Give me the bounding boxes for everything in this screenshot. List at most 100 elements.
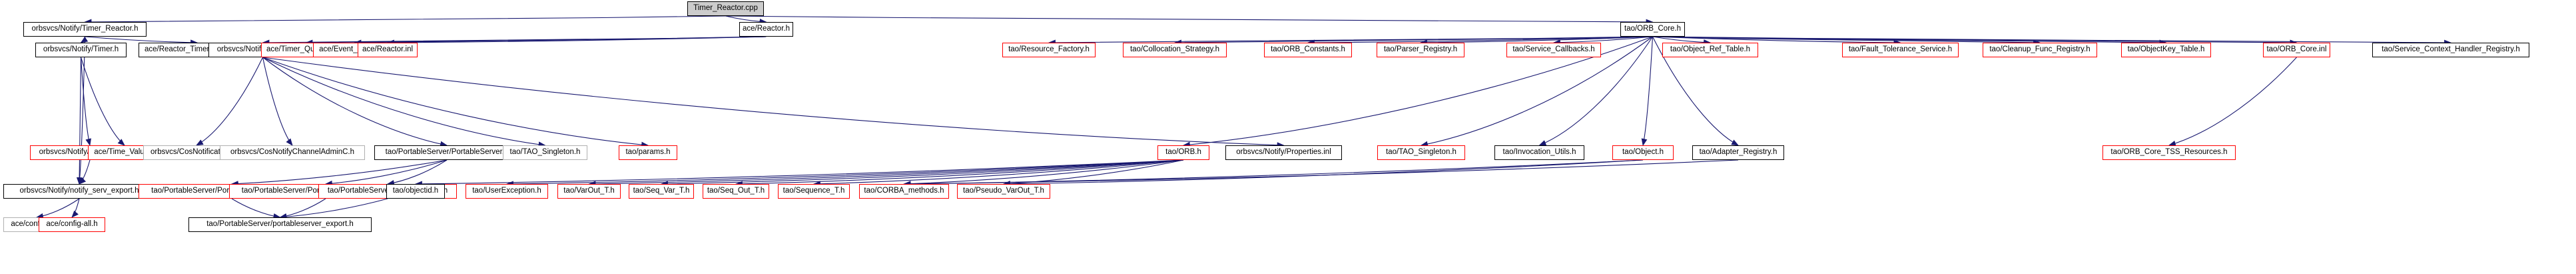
graph-node-n13[interactable]: tao/Service_Callbacks.h: [1506, 43, 1601, 57]
graph-node-label: orbsvcs/CosNotifyChannelAdminC.h: [230, 148, 354, 157]
graph-node-n26[interactable]: tao/TAO_Singleton.h: [503, 145, 587, 160]
graph-node-n47[interactable]: tao/PortableServer/portableserver_export…: [188, 217, 372, 232]
graph-node-n43[interactable]: tao/Seq_Out_T.h: [703, 184, 769, 199]
graph-node-label: tao/Object_Ref_Table.h: [1670, 45, 1751, 54]
graph-node-n14[interactable]: tao/Object_Ref_Table.h: [1662, 43, 1758, 57]
graph-node-label: tao/ORB_Core.h: [1624, 25, 1682, 33]
graph-node-n44[interactable]: tao/Sequence_T.h: [778, 184, 850, 199]
graph-node-label: tao/Sequence_T.h: [783, 187, 845, 195]
graph-node-label: tao/TAO_Singleton.h: [509, 148, 581, 157]
graph-node-label: ace/Timer_Queuefwd.h: [266, 45, 346, 54]
graph-edge: [354, 36, 767, 46]
graph-edge: [1002, 159, 1644, 187]
graph-edge: [414, 159, 1184, 187]
graph-node-n24[interactable]: orbsvcs/CosNotifyChannelAdminC.h: [220, 145, 365, 160]
graph-node-label: tao/Seq_Var_T.h: [633, 187, 690, 195]
graph-node-label: tao/ORB.h: [1165, 148, 1201, 157]
graph-edge: [1652, 36, 2041, 46]
graph-edge: [1173, 36, 1653, 46]
graph-edge: [1652, 36, 2452, 46]
graph-node-label: tao/TAO_Singleton.h: [1386, 148, 1456, 157]
graph-edge: [1652, 36, 1901, 46]
graph-node-label: tao/Service_Context_Handler_Registry.h: [2382, 45, 2520, 54]
graph-edge: [903, 159, 1184, 187]
graph-node-label: orbsvcs/Notify/Timer_Reactor.h: [31, 25, 139, 33]
graph-node-n49[interactable]: ace/config-all.h: [39, 217, 105, 232]
graph-edge: [262, 57, 293, 146]
graph-node-n11[interactable]: tao/ORB_Constants.h: [1264, 43, 1352, 57]
graph-node-label: ace/Time_Value.h: [94, 148, 155, 157]
graph-node-label: ace/config-all.h: [11, 220, 63, 229]
graph-node-n29[interactable]: orbsvcs/Notify/Properties.inl: [1225, 145, 1342, 160]
graph-node-n42[interactable]: tao/Seq_Var_T.h: [629, 184, 694, 199]
graph-node-label: orbsvcs/CosNotificationC.h: [150, 148, 243, 157]
graph-node-n32[interactable]: tao/Object.h: [1612, 145, 1674, 160]
graph-node-n17[interactable]: tao/Cleanup_Func_Registry.h: [1983, 43, 2097, 57]
graph-node-n12[interactable]: tao/Parser_Registry.h: [1377, 43, 1464, 57]
graph-node-n41[interactable]: tao/VarOut_T.h: [557, 184, 621, 199]
graph-node-label: tao/Invocation_Utils.h: [1502, 148, 1576, 157]
graph-node-n20[interactable]: tao/Service_Context_Handler_Registry.h: [2372, 43, 2529, 57]
graph-edge: [386, 36, 767, 46]
graph-node-n45[interactable]: tao/CORBA_methods.h: [859, 184, 949, 199]
graph-edge: [725, 15, 767, 25]
graph-node-n16[interactable]: tao/Fault_Tolerance_Service.h: [1842, 43, 1959, 57]
graph-node-label: orbsvcs/Notify/Properties.inl: [1236, 148, 1331, 157]
graph-node-label: tao/CORBA_methods.h: [864, 187, 944, 195]
graph-node-label: ace/Reactor.h: [743, 25, 790, 33]
graph-node-label: tao/ORB_Core_TSS_Resources.h: [2110, 148, 2228, 157]
graph-node-n40[interactable]: tao/UserException.h: [466, 184, 548, 199]
graph-node-label: tao/params.h: [625, 148, 671, 157]
graph-edge: [71, 198, 80, 218]
graph-edge: [903, 159, 1644, 187]
graph-edge: [196, 57, 263, 146]
graph-node-label: tao/ORB_Core.inl: [2266, 45, 2327, 54]
graph-node-n1[interactable]: orbsvcs/Notify/Timer_Reactor.h: [23, 22, 147, 37]
graph-node-label: tao/Cleanup_Func_Registry.h: [1989, 45, 2091, 54]
graph-node-label: ace/Reactor.inl: [362, 45, 414, 54]
graph-edge: [1552, 36, 1653, 46]
graph-node-n35[interactable]: orbsvcs/Notify/notify_serv_export.h: [3, 184, 155, 199]
graph-node-n31[interactable]: tao/Invocation_Utils.h: [1494, 145, 1584, 160]
graph-edge: [725, 15, 1654, 25]
graph-edge: [230, 159, 448, 187]
graph-node-label: tao/Fault_Tolerance_Service.h: [1848, 45, 1953, 54]
graph-edge: [80, 57, 91, 147]
graph-node-n28[interactable]: tao/ORB.h: [1157, 145, 1209, 160]
graph-node-n3[interactable]: orbsvcs/Notify/Timer.h: [35, 43, 127, 57]
graph-node-n46[interactable]: tao/Pseudo_VarOut_T.h: [957, 184, 1050, 199]
graph-edge: [77, 36, 86, 185]
graph-node-n39[interactable]: tao/objectid.h: [386, 184, 445, 199]
graph-node-n19[interactable]: tao/ORB_Core.inl: [2263, 43, 2330, 57]
graph-node-n10[interactable]: tao/Collocation_Strategy.h: [1123, 43, 1227, 57]
graph-edge: [305, 36, 767, 46]
graph-node-n25[interactable]: tao/PortableServer/PortableServer.h: [374, 145, 519, 160]
graph-node-label: tao/Adapter_Registry.h: [1699, 148, 1777, 157]
graph-node-n27[interactable]: tao/params.h: [619, 145, 677, 160]
graph-node-n30[interactable]: tao/TAO_Singleton.h: [1377, 145, 1465, 160]
graph-edge: [2168, 57, 2297, 147]
graph-node-n34[interactable]: tao/ORB_Core_TSS_Resources.h: [2102, 145, 2236, 160]
graph-edge: [1307, 36, 1653, 46]
graph-node-n0[interactable]: Timer_Reactor.cpp: [687, 1, 764, 16]
graph-edge: [1652, 36, 1712, 45]
graph-edge: [1002, 159, 1184, 187]
graph-node-n2[interactable]: ace/Reactor.h: [739, 22, 793, 37]
graph-edge: [812, 159, 1184, 187]
graph-edge: [262, 57, 1285, 149]
graph-node-n33[interactable]: tao/Adapter_Registry.h: [1692, 145, 1784, 160]
graph-node-n9[interactable]: tao/Resource_Factory.h: [1002, 43, 1096, 57]
graph-node-n8[interactable]: ace/Reactor.inl: [358, 43, 418, 57]
graph-edge: [1048, 36, 1653, 46]
graph-edge: [231, 198, 281, 219]
graph-edge: [262, 36, 767, 46]
graph-node-n18[interactable]: tao/ObjectKey_Table.h: [2121, 43, 2211, 57]
graph-edge: [505, 159, 1184, 187]
graph-node-label: tao/ORB_Constants.h: [1271, 45, 1345, 54]
graph-edge: [279, 198, 388, 220]
graph-edge: [735, 159, 1184, 187]
graph-node-n15[interactable]: tao/ORB_Core.h: [1620, 22, 1685, 37]
graph-node-label: tao/PortableServer/PortableServer.h: [385, 148, 509, 157]
graph-edge: [903, 159, 1739, 187]
